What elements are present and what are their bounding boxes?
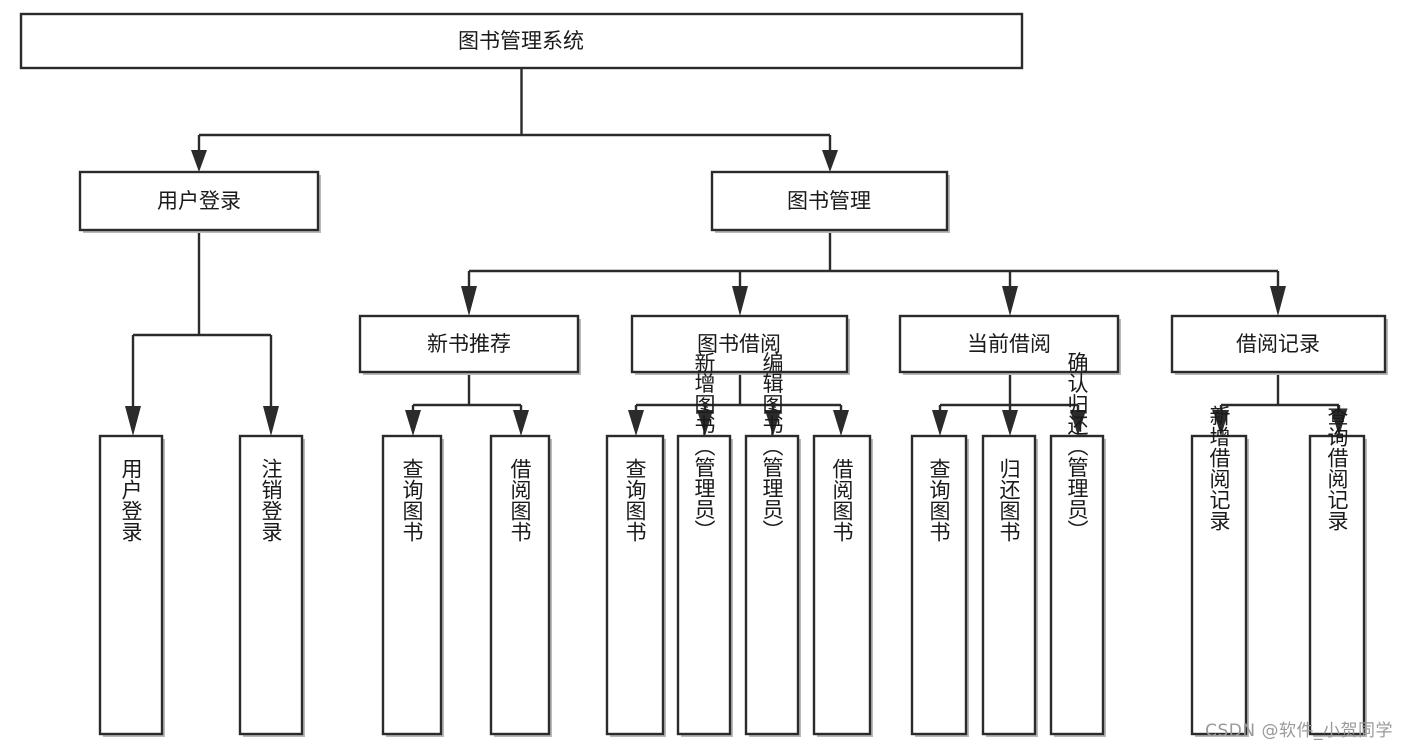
arrow-cb-to-leaf3 [1070,410,1086,436]
node-book-management-label: 图书管理 [787,189,871,213]
node-leaf-logout-box[interactable] [238,434,304,736]
node-root[interactable]: 图书管理系统 [19,12,1024,70]
node-leaf-return-book-label: 归还图书 [997,458,1021,542]
node-leaf-user-login-label: 用户登录 [119,458,143,542]
node-leaf-borrow-book-1[interactable]: 借阅图书 [489,434,552,737]
node-leaf-add-book-box[interactable] [676,434,732,736]
arrow-ul-to-leaf1 [125,406,141,436]
node-leaf-add-record[interactable]: 新增借阅记录 [1190,405,1249,737]
node-book-borrow[interactable]: 图书借阅 [630,314,850,375]
node-leaf-confirm-return-label: 确认归还（管理员） [1065,352,1089,541]
node-leaf-query-book-2[interactable]: 查询图书 [605,434,666,737]
arrow-bm-to-current-borrow [1002,286,1018,316]
arrow-bb-to-leaf2 [697,410,713,436]
arrow-bb-to-leaf4 [833,410,849,436]
arrow-cb-to-leaf2 [1002,410,1018,436]
arrow-br-to-leaf1 [1213,410,1229,436]
node-borrow-record-label: 借阅记录 [1236,332,1320,356]
node-leaf-borrow-book-2-box[interactable] [812,434,872,736]
arrow-bm-to-new-book [461,286,477,316]
node-leaf-return-book-box[interactable] [981,434,1037,736]
node-borrow-record-box[interactable] [1170,314,1387,374]
node-user-login-label: 用户登录 [157,189,241,213]
node-current-borrow-box[interactable] [898,314,1120,374]
node-leaf-query-book-3-label: 查询图书 [927,458,951,542]
node-leaf-borrow-book-1-box[interactable] [489,434,551,736]
node-leaf-query-book-1-label: 查询图书 [400,458,424,542]
node-book-management-box[interactable] [710,170,949,232]
arrow-root-to-book-management [822,150,838,172]
node-leaf-query-book-2-label: 查询图书 [623,458,647,542]
node-new-book-recommend[interactable]: 新书推荐 [358,314,581,375]
node-leaf-add-record-label: 新增借阅记录 [1207,405,1231,531]
node-leaf-query-book-2-box[interactable] [605,434,665,736]
node-leaf-query-book-3-box[interactable] [910,434,968,736]
node-leaf-logout-label: 注销登录 [259,458,283,542]
node-leaf-confirm-return[interactable]: 确认归还（管理员） [1049,352,1106,738]
connector-layer [125,68,1347,436]
node-leaf-query-book-3[interactable]: 查询图书 [910,434,969,737]
node-user-login[interactable]: 用户登录 [78,170,321,233]
node-leaf-query-book-1[interactable]: 查询图书 [381,434,444,737]
arrow-bb-to-leaf1 [628,410,644,436]
node-leaf-query-book-1-box[interactable] [381,434,443,736]
node-borrow-record[interactable]: 借阅记录 [1170,314,1388,375]
node-leaf-add-book[interactable]: 新增图书（管理员） [676,352,733,738]
node-leaf-confirm-return-box[interactable] [1049,434,1105,736]
arrow-bm-to-borrow-record [1270,286,1286,316]
arrow-nbr-to-leaf1 [405,410,421,436]
node-new-book-recommend-box[interactable] [358,314,580,374]
node-leaf-borrow-book-2-label: 借阅图书 [830,458,854,542]
node-leaf-edit-book[interactable]: 编辑图书（管理员） [744,352,801,738]
arrow-ul-to-leaf2 [263,406,279,436]
node-leaf-query-record[interactable]: 查询借阅记录 [1308,405,1367,737]
arrow-root-to-user-login [191,150,207,172]
node-user-login-box[interactable] [78,170,320,232]
node-root-label: 图书管理系统 [458,29,584,53]
node-leaf-user-login[interactable]: 用户登录 [98,434,165,737]
node-leaf-logout[interactable]: 注销登录 [238,434,305,737]
node-leaf-return-book[interactable]: 归还图书 [981,434,1038,737]
node-leaf-add-record-box[interactable] [1190,434,1248,736]
node-leaf-edit-book-label: 编辑图书（管理员） [760,352,784,541]
node-leaf-edit-book-box[interactable] [744,434,800,736]
node-new-book-recommend-label: 新书推荐 [427,332,511,356]
arrow-bm-to-book-borrow [732,286,748,316]
node-book-borrow-box[interactable] [630,314,849,374]
arrow-cb-to-leaf1 [932,410,948,436]
node-leaf-borrow-book-1-label: 借阅图书 [508,458,532,542]
node-root-box[interactable] [19,12,1024,70]
node-leaf-add-book-label: 新增图书（管理员） [692,352,716,541]
node-leaf-query-record-box[interactable] [1308,434,1366,736]
node-leaf-query-record-label: 查询借阅记录 [1325,405,1349,531]
arrow-br-to-leaf2 [1331,410,1347,436]
node-current-borrow[interactable]: 当前借阅 [898,314,1121,375]
node-book-borrow-label: 图书借阅 [697,332,781,356]
node-book-management[interactable]: 图书管理 [710,170,950,233]
arrow-nbr-to-leaf2 [513,410,529,436]
arrow-bb-to-leaf3 [765,410,781,436]
node-leaf-borrow-book-2[interactable]: 借阅图书 [812,434,873,737]
node-current-borrow-label: 当前借阅 [967,332,1051,356]
node-leaf-user-login-box[interactable] [98,434,164,736]
